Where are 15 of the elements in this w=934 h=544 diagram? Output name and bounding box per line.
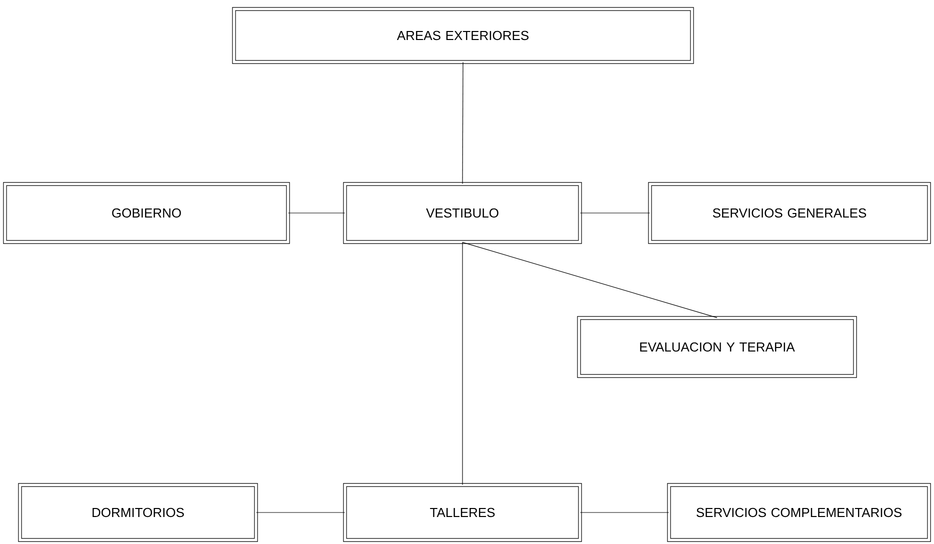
process-box: EVALUACION Y TERAPIA	[577, 316, 857, 378]
process-box: SERVICIOS GENERALES	[648, 182, 931, 244]
connector-line	[288, 212, 345, 214]
connector-line	[462, 242, 463, 485]
connector-line	[462, 62, 464, 184]
process-box: SERVICIOS COMPLEMENTARIOS	[667, 483, 931, 542]
process-box: AREAS EXTERIORES	[232, 7, 694, 64]
process-box: DORMITORIOS	[18, 483, 258, 542]
connector-line	[580, 212, 650, 214]
process-box: VESTIBULO	[343, 182, 582, 244]
connector-line	[580, 512, 669, 513]
process-box: TALLERES	[343, 483, 582, 542]
connector-line	[256, 512, 345, 513]
connector-line	[462, 242, 718, 318]
process-box: GOBIERNO	[3, 182, 290, 244]
